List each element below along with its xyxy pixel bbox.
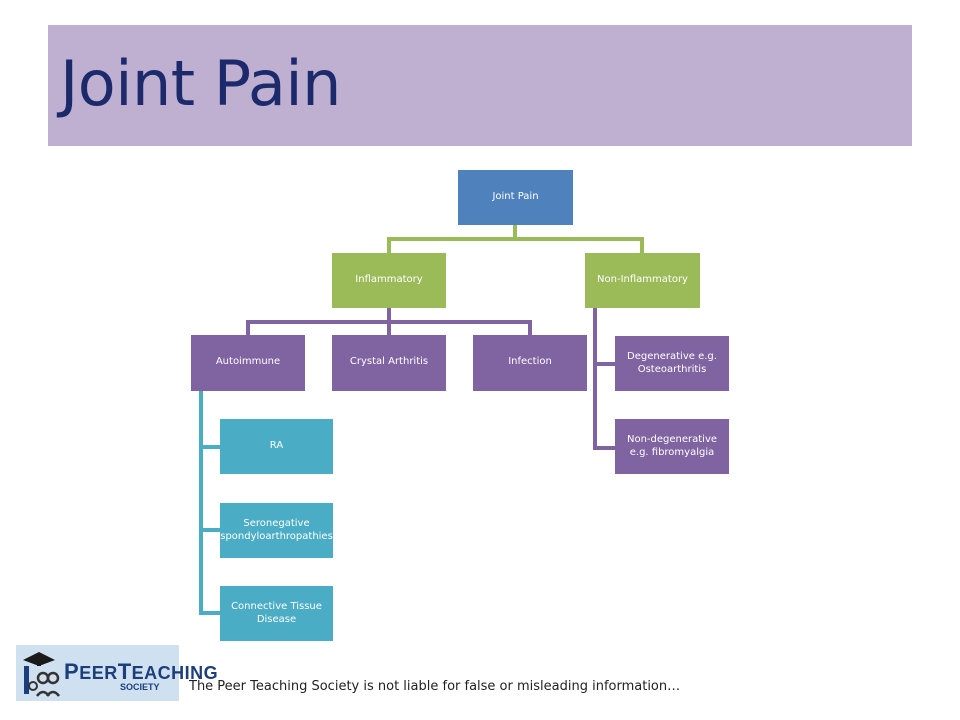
node-joint-pain: Joint Pain (458, 170, 573, 225)
node-crystal-arthritis: Crystal Arthritis (332, 335, 446, 391)
node-seronegative: Seronegative spondyloarthropathies (220, 503, 333, 558)
node-non-degenerative: Non-degenerative e.g. fibromyalgia (615, 419, 729, 474)
slide-title: Joint Pain (60, 47, 341, 120)
disclaimer-text: The Peer Teaching Society is not liable … (189, 679, 681, 694)
node-infection: Infection (473, 335, 587, 391)
node-autoimmune: Autoimmune (191, 335, 305, 391)
logo-wordmark: PEERTEACHING (64, 659, 218, 685)
node-ra: RA (220, 419, 333, 474)
connector-inflammatory-children (246, 308, 532, 335)
logo-society: SOCIETY (120, 682, 160, 692)
logo-eer: EER (79, 663, 118, 683)
node-connective-tissue: Connective Tissue Disease (220, 586, 333, 641)
peer-teaching-society-logo: PEERTEACHING SOCIETY (16, 645, 218, 701)
node-non-inflammatory: Non-Inflammatory (585, 253, 700, 308)
node-degenerative: Degenerative e.g. Osteoarthritis (615, 336, 729, 391)
logo-eaching: EACHING (131, 663, 219, 683)
connector-non-inflammatory-children (593, 308, 615, 450)
node-inflammatory: Inflammatory (332, 253, 446, 308)
connector-autoimmune-children (199, 391, 220, 615)
graduates-emblem-icon (23, 652, 60, 697)
logo-letter-t: T (117, 659, 132, 684)
connector-root-level1 (387, 225, 644, 253)
logo-letter-p: P (64, 659, 80, 684)
title-band: Joint Pain (48, 25, 912, 146)
